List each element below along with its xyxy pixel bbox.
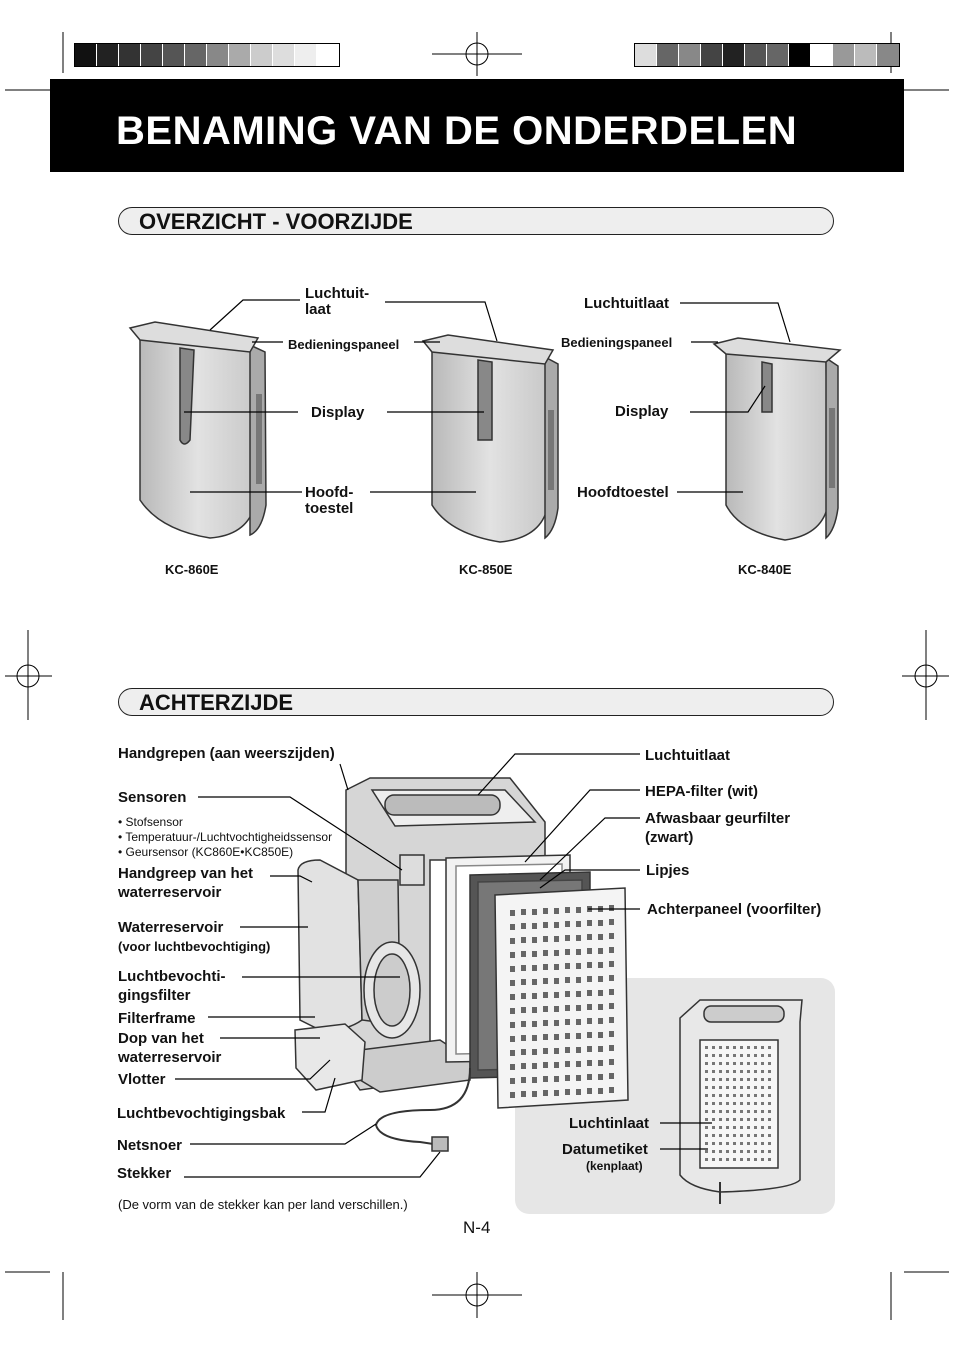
label-panel-a: Bedieningspaneel — [288, 337, 400, 352]
label-deodor-filter: Afwasbaar geurfilter (zwart) — [645, 810, 791, 846]
label-tabs: Lipjes — [646, 862, 690, 879]
section-back-title: ACHTERZIJDE — [139, 690, 294, 715]
model-kc850e: KC-850E — [459, 562, 513, 577]
plug-note: (De vorm van de stekker kan per land ver… — [118, 1197, 408, 1212]
unit-kc860e — [128, 321, 267, 539]
sensor-item-odor: • Geursensor (KC860E•KC850E) — [118, 845, 294, 859]
sensor-item-temp-humidity: • Temperatuur-/Luchtvochtigheidssensor — [118, 830, 333, 844]
inset-grid — [705, 1046, 771, 1161]
label-date-sub: (kenplaat) — [586, 1159, 643, 1173]
label-sensors: Sensoren — [118, 789, 187, 806]
label-tray: Luchtbevochtigingsbak — [117, 1105, 286, 1122]
grayscale-bar-left — [74, 43, 340, 67]
model-kc840e: KC-840E — [738, 562, 792, 577]
label-tank-cap: Dop van het waterreservoir — [118, 1030, 222, 1066]
section-back-header: ACHTERZIJDE — [118, 688, 834, 716]
label-humid-filter: Luchtbevochti- gingsfilter — [118, 968, 226, 1004]
sensor-item-dust: • Stofsensor — [118, 815, 183, 829]
section-front-header: OVERZICHT - VOORZIJDE — [118, 207, 834, 235]
label-date: Datumetiket — [562, 1141, 648, 1158]
unit-kc840e — [712, 337, 842, 541]
label-display-b: Display — [615, 403, 669, 420]
label-outlet-back: Luchtuitlaat — [645, 747, 730, 764]
label-float: Vlotter — [118, 1071, 166, 1088]
label-outlet-a: Luchtuit- laat — [305, 285, 370, 318]
label-filter-frame: Filterframe — [118, 1010, 196, 1027]
label-plug: Stekker — [117, 1165, 172, 1182]
label-display-a: Display — [311, 404, 365, 421]
label-back-panel: Achterpaneel (voorfilter) — [647, 901, 822, 918]
section-front-title: OVERZICHT - VOORZIJDE — [139, 209, 413, 234]
unit-kc850e — [421, 334, 559, 543]
label-tank-sub: (voor luchtbevochtiging) — [118, 939, 271, 954]
title-banner: BENAMING VAN DE ONDERDELEN — [50, 79, 904, 172]
label-panel-b: Bedieningspaneel — [561, 335, 673, 350]
page-title: BENAMING VAN DE ONDERDELEN — [116, 109, 798, 153]
label-handles: Handgrepen (aan weerszijden) — [118, 745, 335, 762]
label-body-b: Hoofdtoestel — [577, 484, 669, 501]
label-outlet-b: Luchtuitlaat — [584, 295, 669, 312]
model-kc860e: KC-860E — [165, 562, 219, 577]
grayscale-bar-right — [634, 43, 900, 67]
label-inlet: Luchtinlaat — [569, 1115, 650, 1132]
label-cord: Netsnoer — [117, 1137, 183, 1154]
label-hepa: HEPA-filter (wit) — [645, 783, 759, 800]
label-tank: Waterreservoir — [118, 919, 224, 936]
label-tank-handle: Handgreep van het waterreservoir — [118, 865, 254, 901]
page-number: N-4 — [463, 1218, 491, 1237]
label-body-a: Hoofd- toestel — [305, 484, 354, 517]
